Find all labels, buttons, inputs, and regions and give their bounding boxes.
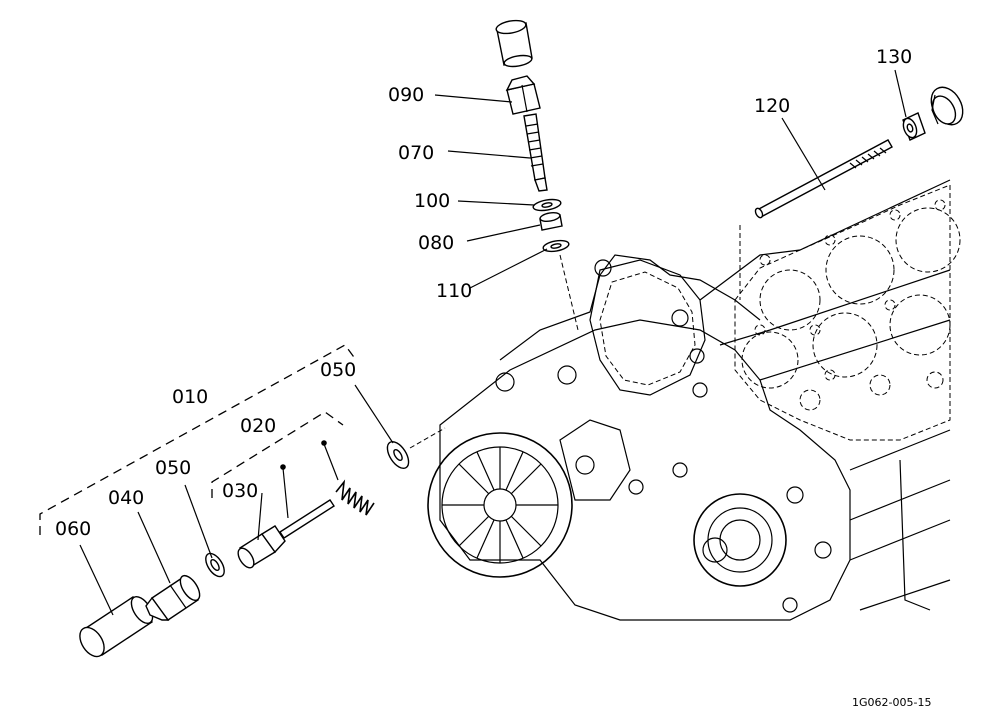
label-100: 100: [414, 190, 450, 212]
part-120-stud: [739, 139, 893, 300]
label-070: 070: [398, 142, 434, 164]
part-050-washer-left: [205, 552, 225, 578]
assembly-010: [39, 344, 446, 658]
part-090-nut: [505, 75, 541, 115]
part-050-washer-right: [386, 440, 410, 470]
part-060-cap: [79, 595, 154, 658]
label-080: 080: [418, 232, 454, 254]
part-030-valve: [237, 464, 335, 569]
bracket-010: [39, 344, 357, 535]
label-050-left: 050: [155, 457, 191, 479]
part-seal-ring: [930, 86, 964, 126]
head-gasket-outline: [734, 184, 961, 441]
label-050-right: 050: [320, 359, 356, 381]
label-110: 110: [436, 280, 472, 302]
part-070-nozzle: [523, 113, 548, 192]
part-top-cap: [495, 19, 533, 68]
part-040-cap-nut: [145, 574, 201, 621]
label-060: 060: [55, 518, 91, 540]
label-030: 030: [222, 480, 258, 502]
label-090: 090: [388, 84, 424, 106]
stud-and-seal: [739, 69, 964, 300]
part-100-washer: [532, 198, 562, 212]
part-110-washer: [542, 239, 570, 253]
label-010: 010: [172, 386, 208, 408]
label-020: 020: [240, 415, 276, 437]
part-labels: 010 020 030 040 050 050 060 070 080 090 …: [55, 46, 912, 540]
label-130: 130: [876, 46, 912, 68]
injector-stack: [434, 19, 579, 331]
part-130-nut: [902, 112, 926, 141]
label-120: 120: [754, 95, 790, 117]
figure-reference: 1G062-005-15: [852, 696, 931, 709]
bracket-020: [211, 411, 344, 498]
label-040: 040: [108, 487, 144, 509]
engine-block: [427, 179, 961, 621]
part-080-ring: [539, 211, 563, 231]
part-spring: [321, 440, 375, 516]
